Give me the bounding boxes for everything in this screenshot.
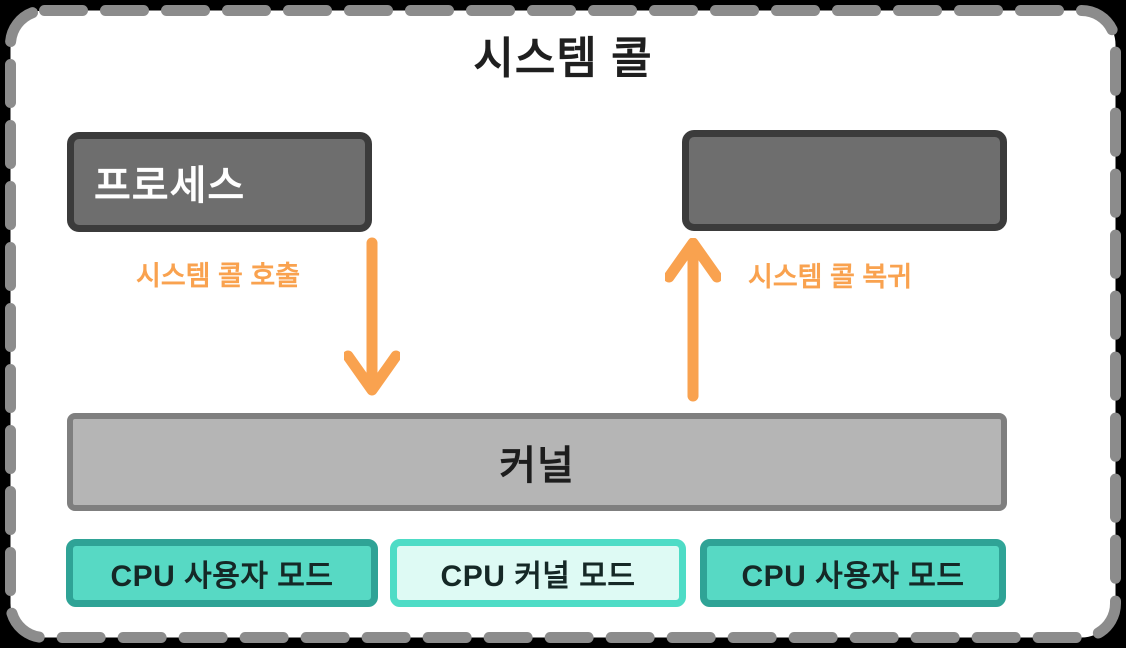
cpu-user-mode-label-right: CPU 사용자 모드 xyxy=(741,560,965,593)
up-arrow-icon xyxy=(665,238,721,402)
kernel-box-label: 커널 xyxy=(499,444,575,488)
cpu-user-mode-box-left: CPU 사용자 모드 xyxy=(66,539,378,607)
cpu-user-mode-label-left: CPU 사용자 모드 xyxy=(110,560,334,593)
return-box xyxy=(682,130,1007,231)
return-arrow-label: 시스템 콜 복귀 xyxy=(748,262,913,292)
process-box: 프로세스 xyxy=(67,132,372,232)
kernel-box: 커널 xyxy=(67,413,1007,511)
down-arrow-icon xyxy=(344,237,400,396)
diagram-title: 시스템 콜 xyxy=(473,34,653,83)
cpu-kernel-mode-box: CPU 커널 모드 xyxy=(390,539,686,607)
cpu-user-mode-box-right: CPU 사용자 모드 xyxy=(700,539,1006,607)
call-arrow-label: 시스템 콜 호출 xyxy=(136,261,301,291)
process-box-label: 프로세스 xyxy=(94,164,246,208)
cpu-kernel-mode-label: CPU 커널 모드 xyxy=(440,560,636,593)
